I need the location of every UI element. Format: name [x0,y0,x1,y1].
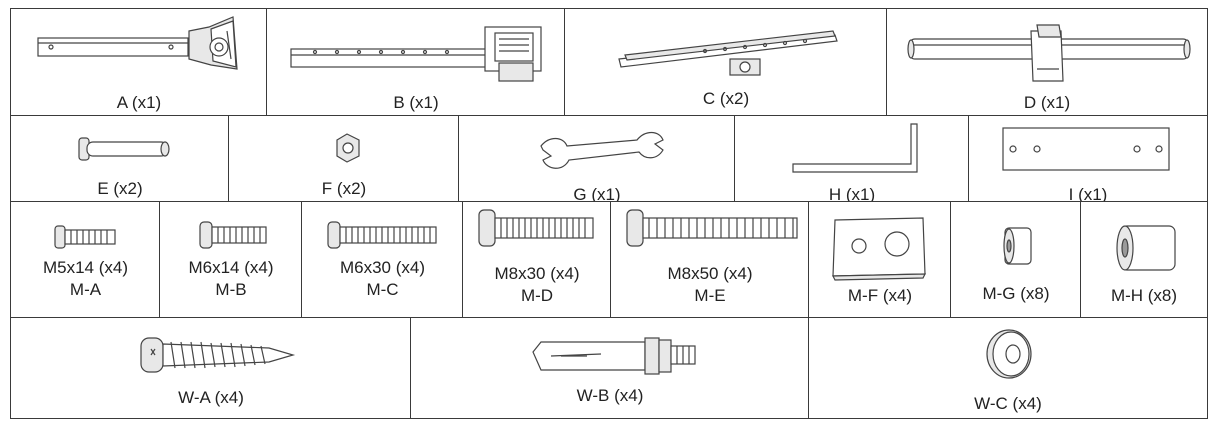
part-i-illustration [1002,127,1170,171]
part-a-illustration [37,16,238,70]
part-d-label: D (x1) [1023,93,1071,112]
part-g-label: G (x1) [573,185,621,204]
part-cell-m-a: M5x14 (x4) M-A [10,201,161,319]
part-f-illustration [336,133,360,163]
part-cell-a: A (x1) [10,8,268,117]
parts-list-sheet: A (x1) B (x1) C (x2) [10,8,1208,419]
part-cell-m-h: M-H (x8) [1080,201,1208,319]
part-f-label: F (x2) [321,179,367,198]
part-cell-m-b: M6x14 (x4) M-B [159,201,303,319]
part-b-illustration [290,26,542,82]
part-cell-m-c: M6x30 (x4) M-C [301,201,464,319]
part-m-c-code: M-C [366,280,399,299]
part-h-label: H (x1) [828,185,876,204]
part-cell-m-e: M8x50 (x4) M-E [610,201,810,319]
part-m-h-label: M-H (x8) [1110,286,1178,305]
part-m-a-size-label: M5x14 (x4) [42,258,129,277]
part-w-a-illustration [140,337,296,373]
part-cell-b: B (x1) [266,8,566,117]
part-m-e-size-label: M8x50 (x4) [667,264,753,283]
part-m-g-illustration [1003,227,1032,265]
part-m-c-illustration [327,221,437,249]
part-cell-m-g: M-G (x8) [950,201,1082,319]
part-e-label: E (x2) [97,179,143,198]
part-m-c-size-label: M6x30 (x4) [339,258,426,277]
part-d-illustration [907,24,1191,82]
part-cell-m-f: M-F (x4) [808,201,952,319]
part-m-f-label: M-F (x4) [847,286,913,305]
part-m-e-code: M-E [694,286,726,305]
part-i-label: I (x1) [1068,185,1108,204]
part-m-d-code: M-D [520,286,554,305]
part-m-a-code: M-A [69,280,102,299]
part-w-a-label: W-A (x4) [178,388,244,407]
part-m-d-size-label: M8x30 (x4) [494,264,580,283]
part-m-b-code: M-B [215,280,247,299]
part-m-d-illustration [478,209,594,247]
part-a-label: A (x1) [116,93,162,112]
part-b-label: B (x1) [393,93,439,112]
part-c-label: C (x2) [702,89,750,108]
part-m-e-illustration [626,209,798,247]
part-cell-g: G (x1) [458,115,736,204]
part-e-illustration [78,137,170,161]
part-cell-m-d: M8x30 (x4) M-D [462,201,612,319]
part-cell-w-b: W-B (x4) [410,317,810,419]
part-m-b-size-label: M6x14 (x4) [188,258,274,277]
part-cell-d: D (x1) [886,8,1208,117]
part-h-illustration [792,123,918,173]
part-cell-c: C (x2) [564,8,888,117]
part-m-b-illustration [199,221,267,249]
part-cell-w-c: W-C (x4) [808,317,1208,419]
part-m-f-illustration [832,217,926,281]
part-m-h-illustration [1116,225,1176,271]
part-cell-f: F (x2) [228,115,460,203]
part-m-g-label: M-G (x8) [982,284,1050,303]
part-g-illustration [540,131,664,169]
part-cell-e: E (x2) [10,115,230,203]
part-w-c-label: W-C (x4) [974,394,1042,413]
part-w-b-illustration [532,337,696,375]
part-w-b-label: W-B (x4) [576,386,644,405]
part-m-a-illustration [54,225,116,249]
part-cell-i: I (x1) [968,115,1208,204]
part-cell-w-a: W-A (x4) [10,317,412,419]
part-cell-h: H (x1) [734,115,970,204]
part-w-c-illustration [986,329,1032,379]
part-c-illustration [618,30,838,76]
